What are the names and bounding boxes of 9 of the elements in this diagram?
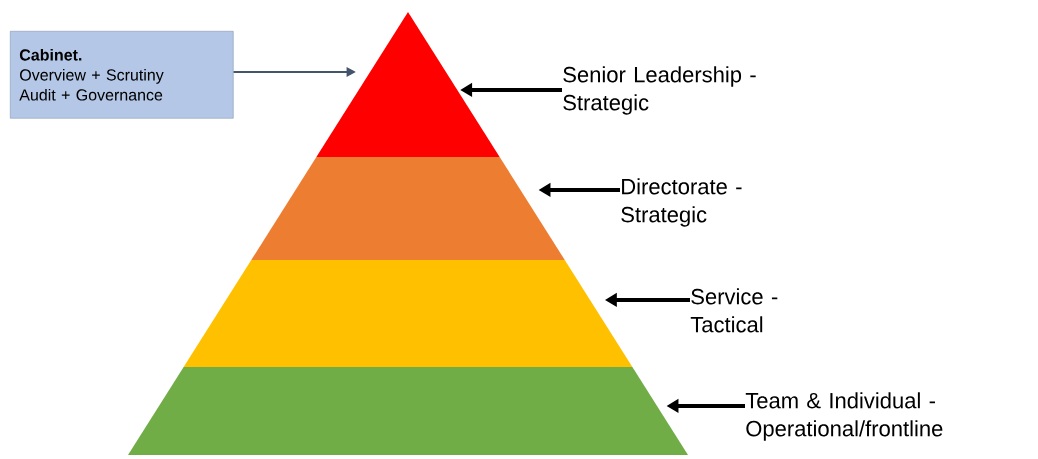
pyramid-band (183, 260, 633, 367)
pyramid-apex (316, 12, 500, 157)
level-label: Team & Individual - Operational/frontline (745, 392, 943, 441)
pyramid-band (128, 367, 688, 455)
level-label: Service - Tactical (690, 288, 778, 333)
note-box: Cabinet. Overview + Scrutiny Audit + Governance (10, 31, 234, 119)
level-label: Directorate - Strategic (621, 178, 742, 227)
level-label: Senior Leadership - Strategic (563, 66, 756, 115)
pyramid-band (251, 157, 565, 260)
